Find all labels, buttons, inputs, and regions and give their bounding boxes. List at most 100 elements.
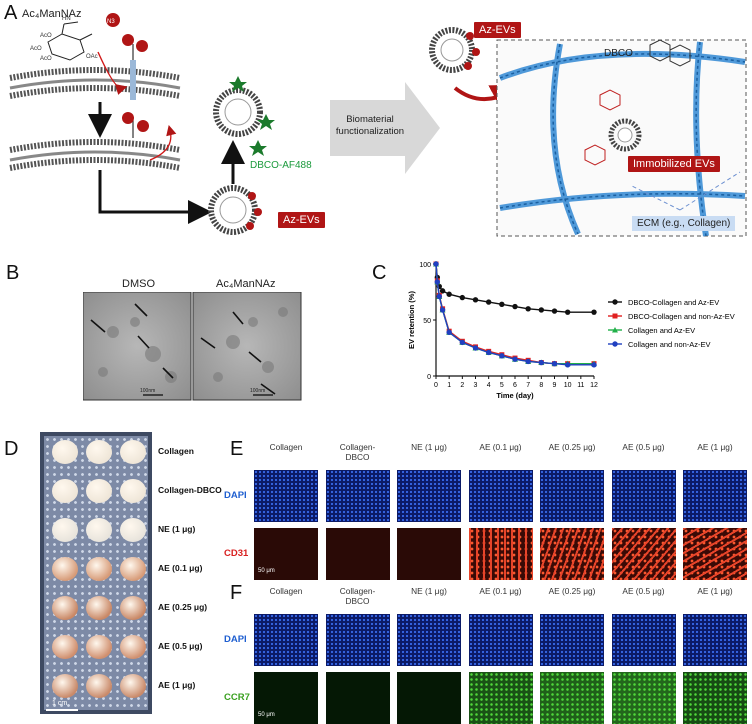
panel-label-d: D [4,438,19,460]
column-header: Collagen- DBCO [339,442,376,462]
panel-label-f: F [230,582,243,604]
stain-row-label: DAPI [224,490,247,501]
microscopy-image [468,528,533,580]
microscopy-image [683,528,747,580]
data-point [459,339,466,346]
microscopy-image [540,470,604,522]
legend-label: Collagen and Az-EV [628,326,695,335]
tem-header-dmso: DMSO [122,278,155,290]
az-evs-top-tag: Az-EVs [474,22,521,38]
hydrogel-sample [52,596,78,620]
x-tick-label: 7 [526,382,530,389]
x-tick-label: 6 [513,382,517,389]
x-tick-label: 4 [487,382,491,389]
microscopy-image [468,470,533,522]
hydrogel-sample [120,440,146,464]
panel-label-c: C [372,262,387,284]
svg-text:OAc: OAc [86,54,98,60]
microscopy-image [540,672,604,724]
hydrogel-row-label: AE (0.5 μg) [158,641,203,651]
x-tick-label: 2 [460,382,464,389]
dbco-structure-icon [649,39,691,67]
hydrogel-sample [52,440,78,464]
microscopy-image [468,672,533,724]
series-line [435,263,594,365]
data-point [433,261,439,267]
x-tick-label: 3 [474,382,478,389]
hydrogel-sample [86,518,112,542]
column-header: AE (1 μg) [697,442,733,452]
panel-label-b: B [6,262,20,284]
column-header: NE (1 μg) [411,586,447,596]
tem-images [83,292,302,401]
data-point [564,309,571,315]
x-tick-label: 8 [539,382,543,389]
microscopy-image [325,528,390,580]
hydrogel-sample [52,479,78,503]
column-header: AE (0.25 μg) [548,586,596,596]
data-point [499,353,505,359]
column-header: AE (0.1 μg) [479,586,522,596]
az-evs-bottom-tag: Az-EVs [278,212,325,228]
panel-a-schematic: AcO AcO AcO OAc HN N3 [9,13,747,237]
column-header: AE (0.5 μg) [622,586,665,596]
microscopy-image [325,672,390,724]
data-point [551,308,558,314]
hydrogel-sample [86,557,112,581]
column-header: NE (1 μg) [411,442,447,452]
x-tick-label: 5 [500,382,504,389]
tem-image-dmso [83,292,192,401]
data-point [446,291,452,297]
y-axis-title: EV retention (%) [407,291,416,349]
x-tick-label: 1 [447,382,451,389]
hydrogel-sample [86,596,112,620]
fluorescent-ev-vesicle [213,76,275,156]
x-tick-label: 9 [553,382,557,389]
functionalization-text: Biomaterial functionalization [335,114,405,137]
data-point [434,279,441,285]
column-header: AE (1 μg) [697,586,733,596]
microscopy-image [397,528,461,580]
microscopy-image [611,470,676,522]
microscopy-image [540,528,604,580]
svg-text:HN: HN [62,16,71,22]
data-point [436,293,442,300]
column-header: Collagen [269,586,303,596]
hydrogel-row-label: Collagen-DBCO [158,485,222,495]
svg-text:AcO: AcO [30,46,42,52]
data-point [459,294,466,301]
functionalization-arrow [330,82,440,174]
hydrogel-row-label: AE (0.25 μg) [158,602,208,612]
micro-scale-label: 50 μm [258,712,275,718]
immobilized-ev-vesicle [584,89,642,166]
lipid-bilayer-1 [9,67,181,99]
column-header: AE (0.1 μg) [479,442,522,452]
data-point [499,301,505,308]
microscopy-image [254,470,318,522]
legend-label: DBCO-Collagen and Az-EV [628,298,719,307]
microscopy-image [254,528,318,580]
x-tick-label: 0 [434,382,438,389]
data-point [591,362,597,368]
panel-label-a: A [4,2,18,24]
hydrogel-row-label: AE (0.1 μg) [158,563,203,573]
microscopy-image [397,470,461,522]
micro-scale-label: 50 μm [258,568,275,574]
hydrogel-sample [120,518,146,542]
hydrogel-sample [52,518,78,542]
data-point [472,297,479,303]
svg-text:AcO: AcO [40,33,52,39]
legend-marker [612,327,618,333]
dbco-label: DBCO [604,48,633,59]
data-point [512,303,518,310]
stain-row-label: DAPI [224,634,247,645]
series-line [435,263,594,365]
microscopy-image [611,614,676,666]
hydrogel-sample [120,557,146,581]
ecm-tag: ECM (e.g., Collagen) [632,216,736,231]
az-ev-vesicle-top [429,27,480,73]
compound-label: Ac₄ManNAz [22,8,82,20]
x-tick-label: 11 [577,382,584,389]
data-point [472,345,479,351]
